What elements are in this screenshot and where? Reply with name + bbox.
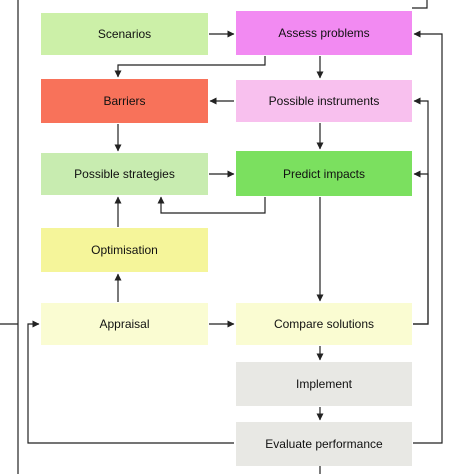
node-barriers-label: Barriers (103, 94, 146, 108)
node-appraisal: Appraisal (41, 303, 208, 345)
arrow-evaluate-to-appraisal (27, 320, 234, 444)
node-compare-solutions-label: Compare solutions (273, 317, 375, 331)
node-implement-label: Implement (295, 377, 353, 391)
node-barriers: Barriers (41, 79, 208, 123)
node-evaluate-performance-label: Evaluate performance (265, 437, 383, 451)
node-assess-problems-label: Assess problems (278, 26, 370, 40)
arrow-predict-to-strategies (157, 196, 266, 214)
node-assess-problems: Assess problems (236, 11, 412, 55)
node-possible-strategies-label: Possible strategies (74, 167, 175, 181)
node-optimisation: Optimisation (41, 228, 208, 272)
node-scenarios: Scenarios (41, 13, 208, 55)
arrow-compare-to-instruments (413, 97, 429, 325)
node-possible-strategies: Possible strategies (41, 153, 208, 195)
node-predict-impacts-label: Predict impacts (282, 166, 366, 181)
node-evaluate-performance: Evaluate performance (236, 422, 412, 466)
node-compare-solutions: Compare solutions (236, 303, 412, 345)
arrow-assess-to-barriers (114, 56, 266, 78)
node-possible-instruments: Possible instruments (236, 80, 412, 122)
node-appraisal-label: Appraisal (99, 317, 150, 331)
node-possible-instruments-label: Possible instruments (268, 94, 380, 108)
node-optimisation-label: Optimisation (91, 243, 158, 257)
node-implement: Implement (236, 362, 412, 406)
frame-line-top-right (412, 0, 428, 9)
node-predict-impacts: Predict impacts (236, 151, 412, 196)
arrow-compare-to-predict (413, 170, 429, 325)
arrow-evaluate-to-assess (413, 30, 443, 444)
node-scenarios-label: Scenarios (97, 27, 152, 41)
